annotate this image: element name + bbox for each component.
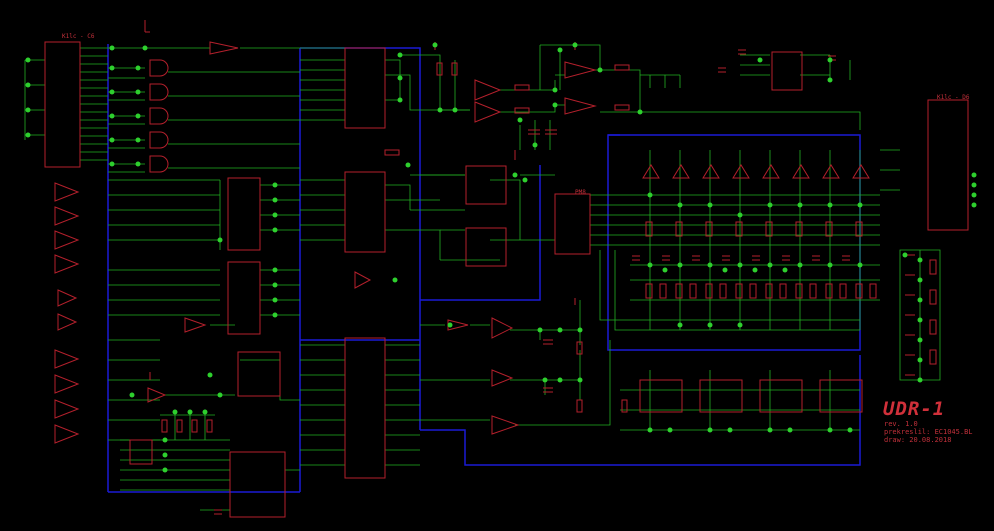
ic-pm8-label: PM8 <box>575 189 586 196</box>
ic-u10 <box>229 451 286 518</box>
junctions <box>25 42 977 473</box>
revision-label: rev. 1.0 <box>884 420 918 428</box>
ic-u6 <box>237 351 281 397</box>
components <box>44 20 969 518</box>
ic-pm8 <box>554 193 591 255</box>
ic-u13 <box>699 379 743 413</box>
dip-switch <box>129 439 153 465</box>
redrawn-by-label: prekreslil: EC1045.BL <box>884 428 973 436</box>
connector-left-body <box>44 41 81 168</box>
ic-u11 <box>771 51 803 91</box>
ic-u1 <box>344 47 386 129</box>
ic-u8 <box>465 227 507 267</box>
ic-u7 <box>465 165 507 205</box>
ic-u5 <box>227 261 261 335</box>
ic-u15 <box>819 379 863 413</box>
ic-u14 <box>759 379 803 413</box>
schematic-title: UDR-1 <box>883 398 946 420</box>
date-label: draw: 20.08.2018 <box>884 436 952 444</box>
ic-u4 <box>227 177 261 251</box>
ic-u12 <box>639 379 683 413</box>
ic-u2 <box>344 171 386 253</box>
connector-right-label: K1lc - D6 <box>937 94 970 101</box>
connector-right-body <box>927 99 969 231</box>
ic-u3 <box>344 337 386 479</box>
connector-left-label: K1lc - C6 <box>62 33 95 40</box>
